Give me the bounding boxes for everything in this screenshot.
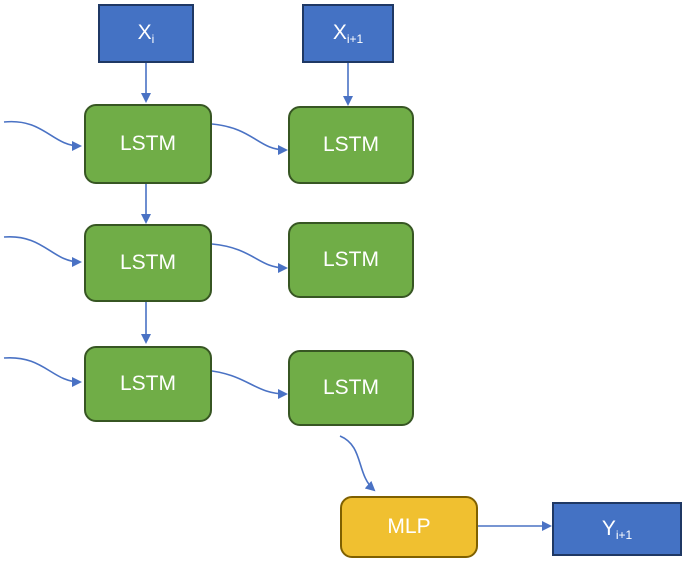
mlp-label: MLP [387, 515, 431, 538]
lstm-cell-row-2-col-2: LSTM [288, 222, 414, 298]
lstm-cell-label: LSTM [119, 132, 176, 155]
lstm-cell-label: LSTM [119, 372, 176, 395]
lstm-cell-row-2-col-1: LSTM [84, 224, 212, 302]
mlp-node: MLP [340, 496, 478, 558]
input-x-i-plus-1-label: Xi+1 [332, 21, 364, 46]
output-node-y-i-plus-1: Yi+1 [552, 502, 682, 556]
input-node-x-i-plus-1: Xi+1 [302, 4, 394, 63]
lstm-cell-label: LSTM [322, 376, 379, 399]
lstm-cell-row-1-col-1: LSTM [84, 104, 212, 184]
arrow-state-in-row-3 [3, 357, 82, 387]
lstm-cell-label: LSTM [322, 133, 379, 156]
input-x-i-label: Xi [137, 21, 155, 46]
lstm-cell-label: LSTM [119, 251, 176, 274]
arrow-state-in-row-1 [3, 120, 82, 151]
arrow-lstm-1-1-to-lstm-1-2 [211, 123, 288, 155]
output-y-i-plus-1-label: Yi+1 [601, 516, 633, 542]
arrow-state-in-row-2 [3, 236, 82, 267]
lstm-cell-row-3-col-1: LSTM [84, 346, 212, 422]
arrow-lstm-3-2-to-mlp [339, 435, 376, 492]
lstm-cell-label: LSTM [322, 248, 379, 271]
arrow-lstm-2-1-to-lstm-2-2 [211, 243, 288, 273]
lstm-cell-row-3-col-2: LSTM [288, 350, 414, 426]
lstm-cell-row-1-col-2: LSTM [288, 106, 414, 184]
arrow-lstm-3-1-to-lstm-3-2 [203, 369, 288, 399]
input-node-x-i: Xi [98, 4, 194, 63]
